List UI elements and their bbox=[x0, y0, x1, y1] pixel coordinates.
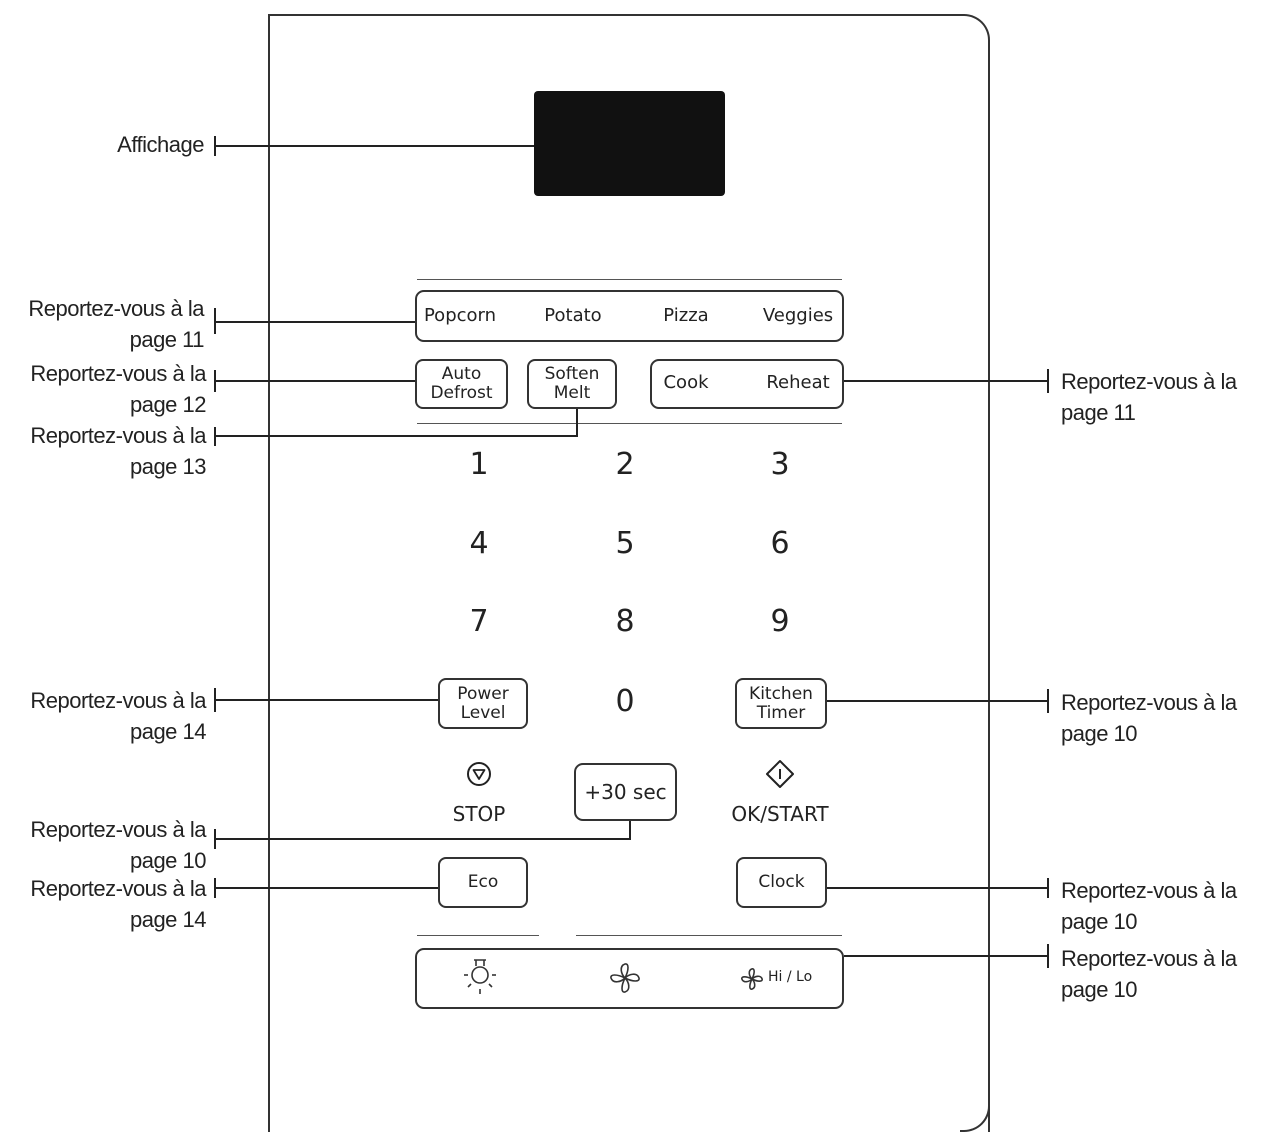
fan-hi-lo-button[interactable]: Hi / Lo bbox=[768, 969, 813, 985]
divider-bottom-left bbox=[417, 935, 539, 936]
stop-button[interactable]: STOP bbox=[452, 802, 506, 826]
divider-top bbox=[417, 279, 842, 280]
kitchen-timer-button[interactable]: Kitchen Timer bbox=[735, 678, 827, 729]
digit-5-button[interactable]: 5 bbox=[615, 526, 635, 561]
clock-button[interactable]: Clock bbox=[736, 857, 827, 908]
digit-9-button[interactable]: 9 bbox=[770, 604, 790, 639]
potato-button[interactable]: Potato bbox=[544, 305, 602, 326]
auto-defrost-callout: Reportez-vous à la page 12 bbox=[30, 361, 206, 417]
divider-keypad bbox=[417, 423, 842, 424]
cook-reheat-group bbox=[650, 359, 844, 409]
divider-bottom-right bbox=[576, 935, 842, 936]
veggies-button[interactable]: Veggies bbox=[762, 305, 834, 326]
eco-button[interactable]: Eco bbox=[438, 857, 528, 908]
digit-1-button[interactable]: 1 bbox=[469, 447, 489, 482]
cook-button[interactable]: Cook bbox=[663, 372, 709, 393]
fan-hi-lo-icon bbox=[741, 968, 763, 990]
cook-reheat-callout: Reportez-vous à la page 11 bbox=[1061, 369, 1237, 425]
stop-icon bbox=[467, 762, 491, 786]
soften-melt-button[interactable]: Soften Melt bbox=[527, 359, 617, 409]
kitchen-timer-callout: Reportez-vous à la page 10 bbox=[1061, 690, 1237, 746]
plus-30-sec-callout: Reportez-vous à la page 10 bbox=[30, 817, 206, 873]
digit-0-button[interactable]: 0 bbox=[615, 684, 635, 719]
popcorn-button[interactable]: Popcorn bbox=[423, 305, 497, 326]
ok-start-button[interactable]: OK/START bbox=[731, 802, 829, 826]
digit-6-button[interactable]: 6 bbox=[770, 526, 790, 561]
display-callout: Affichage bbox=[117, 132, 204, 157]
light-icon[interactable] bbox=[460, 956, 500, 1000]
reheat-button[interactable]: Reheat bbox=[766, 372, 830, 393]
digit-3-button[interactable]: 3 bbox=[770, 447, 790, 482]
power-level-button[interactable]: Power Level bbox=[438, 678, 528, 729]
soften-melt-callout: Reportez-vous à la page 13 bbox=[30, 423, 206, 479]
auto-program-group bbox=[415, 290, 844, 342]
plus-30-sec-button[interactable]: +30 sec bbox=[574, 763, 677, 821]
digit-2-button[interactable]: 2 bbox=[615, 447, 635, 482]
digit-8-button[interactable]: 8 bbox=[615, 604, 635, 639]
fan-icon[interactable] bbox=[607, 960, 643, 996]
auto-programs-callout: Reportez-vous à la page 11 bbox=[28, 296, 204, 352]
display-screen bbox=[534, 91, 725, 196]
power-level-callout: Reportez-vous à la page 14 bbox=[30, 688, 206, 744]
light-fan-callout: Reportez-vous à la page 10 bbox=[1061, 946, 1237, 1002]
clock-callout: Reportez-vous à la page 10 bbox=[1061, 878, 1237, 934]
digit-4-button[interactable]: 4 bbox=[469, 526, 489, 561]
start-icon bbox=[766, 760, 794, 788]
pizza-button[interactable]: Pizza bbox=[663, 305, 709, 326]
digit-7-button[interactable]: 7 bbox=[469, 604, 489, 639]
control-panel bbox=[268, 14, 990, 1132]
eco-callout: Reportez-vous à la page 14 bbox=[30, 876, 206, 932]
auto-defrost-button[interactable]: Auto Defrost bbox=[415, 359, 508, 409]
